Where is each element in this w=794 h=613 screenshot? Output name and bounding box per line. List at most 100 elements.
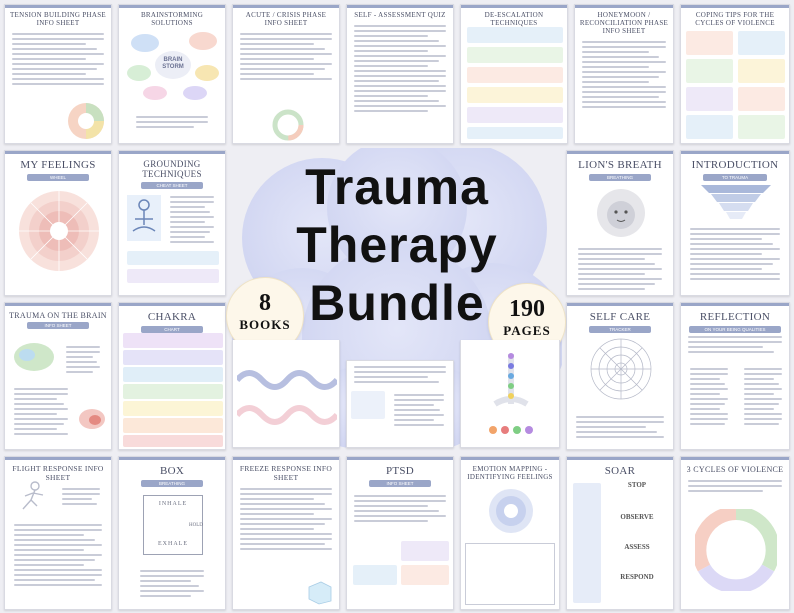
chakra-row <box>123 367 223 382</box>
colored-block <box>401 565 449 585</box>
tile-header-bar <box>575 5 673 8</box>
colored-block <box>686 87 733 111</box>
text-lines <box>163 191 221 248</box>
text-lines <box>55 483 107 510</box>
pages-count-number: 190 <box>509 296 545 322</box>
text-lines <box>387 389 451 431</box>
tile-header-bar <box>681 457 789 460</box>
tile-header-bar <box>681 303 789 306</box>
text-lines <box>681 335 789 358</box>
text-lines <box>5 28 111 90</box>
tile-header-bar <box>461 457 559 460</box>
chakra-figure-tile <box>460 340 560 448</box>
brainstorm-clouds-graphic <box>127 32 219 100</box>
pages-count-label: PAGES <box>503 323 551 338</box>
colored-block <box>467 107 563 123</box>
tile-header-bar <box>119 151 225 154</box>
hold-label: HOLD <box>189 523 203 528</box>
tile-header-bar <box>5 303 111 306</box>
tile-title: GROUNDING TECHNIQUES <box>142 159 202 180</box>
feelings-wheel-graphic <box>19 191 99 271</box>
lions-breath-tile: LION'S BREATH BREATHING <box>566 150 674 296</box>
tile-title: SOAR <box>604 465 636 477</box>
grounding-techniques-tile: GROUNDING TECHNIQUES CHEAT SHEET <box>118 150 226 296</box>
tile-header-bar <box>5 151 111 154</box>
tile-header-bar <box>233 457 339 460</box>
tile-title: CHAKRA <box>147 311 197 323</box>
colored-block <box>353 565 397 585</box>
tile-title: TENSION BUILDING PHASE INFO SHEET <box>9 11 107 28</box>
headline: Trauma Therapy Bundle <box>232 158 562 332</box>
chakra-row <box>123 418 223 433</box>
tile-title: BRAINSTORMING SOLUTIONS <box>140 11 204 28</box>
segment-wheel-graphic <box>68 103 104 139</box>
text-lines <box>571 243 669 295</box>
tile-title: COPING TIPS FOR THE CYCLES OF VIOLENCE <box>695 11 775 28</box>
soar-step-label: ASSESS <box>624 543 650 551</box>
text-lines <box>233 28 339 85</box>
tile-subtitle: WHEEL <box>27 173 89 181</box>
ring-diagram-graphic <box>272 109 304 141</box>
soar-step-label: STOP <box>627 481 647 489</box>
text-lines <box>133 565 211 602</box>
tile-header-bar <box>567 151 673 154</box>
chakra-figure-graphic <box>489 353 533 434</box>
colored-block <box>686 59 733 83</box>
introduction-tile: INTRODUCTION TO TRAUMA <box>680 150 790 296</box>
chakra-row <box>123 384 223 399</box>
meditating-figure-graphic <box>127 195 161 241</box>
inhale-label: INHALE <box>158 501 188 507</box>
brain-graphic-red <box>79 409 105 429</box>
tile-subtitle: TRACKER <box>589 325 651 333</box>
tile-header-bar <box>347 5 453 8</box>
colored-block <box>686 31 733 55</box>
tile-header-bar <box>5 457 111 460</box>
exhale-label: EXHALE <box>158 541 188 547</box>
trauma-on-brain-tile: TRAUMA ON THE BRAIN INFO SHEET <box>4 302 112 450</box>
text-lines <box>575 36 673 113</box>
brainstorming-tile: BRAINSTORMING SOLUTIONS BRAIN STORM <box>118 4 226 144</box>
books-count-label: BOOKS <box>239 317 291 332</box>
headline-line-3: Bundle <box>309 275 485 331</box>
colored-block <box>686 115 733 139</box>
tile-subtitle: TO TRAUMA <box>703 173 767 181</box>
soar-tile: SOAR STOP OBSERVE ASSESS RESPOND <box>566 456 674 610</box>
tracker-wheel-graphic <box>590 338 652 400</box>
colored-block <box>467 47 563 63</box>
headline-line-1: Trauma <box>305 159 489 215</box>
flight-response-tile: FLIGHT RESPONSE INFO SHEET <box>4 456 112 610</box>
tile-title: BOX <box>159 465 185 477</box>
tile-subtitle: INFO SHEET <box>369 479 431 487</box>
tile-header-bar <box>461 5 567 8</box>
soar-letter-column <box>573 483 601 603</box>
tile-header-bar <box>681 5 789 8</box>
colored-block <box>401 541 449 561</box>
text-lines <box>347 490 453 527</box>
text-lines <box>129 111 215 133</box>
tile-subtitle: BREATHING <box>141 479 203 487</box>
tile-title: ACUTE / CRISIS PHASE INFO SHEET <box>245 11 327 28</box>
colored-block <box>467 27 563 43</box>
colored-block <box>351 391 385 419</box>
tile-subtitle: INFO SHEET <box>27 322 89 330</box>
text-lines <box>683 363 735 430</box>
tile-header-bar <box>5 5 111 8</box>
text-lines <box>233 483 339 555</box>
breathing-square <box>143 495 203 555</box>
brainstorm-cloud-label: BRAIN STORM <box>162 57 184 70</box>
self-care-tracker-tile: SELF CARE TRACKER <box>566 302 674 450</box>
de-escalation-tile: DE-ESCALATION TECHNIQUES <box>460 4 568 144</box>
tile-title: INTRODUCTION <box>691 159 779 171</box>
tile-title: REFLECTION <box>699 311 771 323</box>
lion-head-graphic <box>597 189 645 237</box>
coping-tips-tile: COPING TIPS FOR THE CYCLES OF VIOLENCE <box>680 4 790 144</box>
chakra-row <box>123 401 223 416</box>
tile-title: FREEZE RESPONSE INFO SHEET <box>239 464 333 482</box>
ptsd-info-tile: PTSD INFO SHEET <box>346 456 454 610</box>
three-cycles-tile: 3 CYCLES OF VIOLENCE <box>680 456 790 610</box>
text-lines <box>681 475 789 497</box>
colored-block <box>467 67 563 83</box>
funnel-graphic <box>701 185 771 219</box>
wave-diagram-graphic <box>237 370 337 425</box>
tile-header-bar <box>119 5 225 8</box>
